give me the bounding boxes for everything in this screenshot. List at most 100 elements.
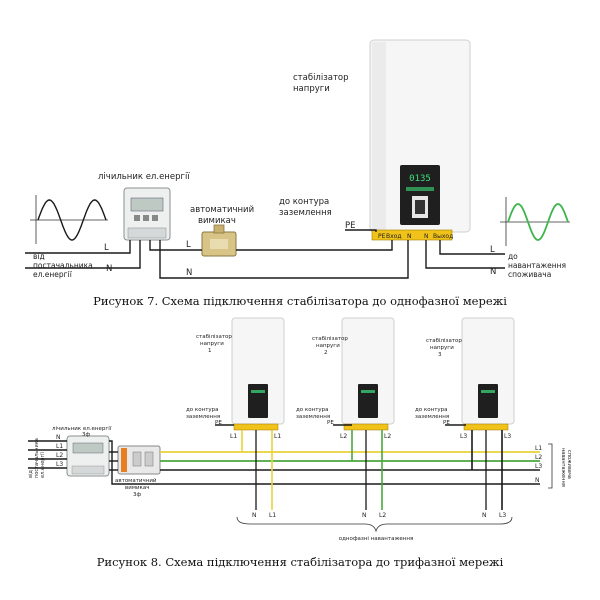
single-phase-brace xyxy=(236,516,513,533)
stabilizer-display-panel xyxy=(478,384,498,418)
breaker3-label-2: вимикач xyxy=(125,485,149,491)
meter-label: лічильник ел.енергії xyxy=(98,172,190,182)
voltage-stabilizer: 0135 xyxy=(369,39,471,241)
load-n-label: N xyxy=(482,512,487,519)
n-output-label: N xyxy=(490,267,496,277)
stabilizer-label-2: напруги xyxy=(316,343,340,349)
stabilizer-display: 0135 xyxy=(409,174,431,184)
stabilizer-display-panel xyxy=(358,384,378,418)
supplier3-label-3: ел.енергії xyxy=(40,452,46,478)
stabilizer-label-2: напруги xyxy=(200,341,224,347)
load-phase-label: L2 xyxy=(379,512,386,519)
phase-in-label: L2 xyxy=(340,433,347,440)
ground-label-2: заземлення xyxy=(296,414,330,420)
out-l1-label: L1 xyxy=(535,445,542,452)
stabilizer-display-panel xyxy=(248,384,268,418)
ground-label-1: до контура xyxy=(186,407,219,413)
breaker-label-2: вимикач xyxy=(198,216,236,226)
breaker3-label-3: 3ф xyxy=(133,492,141,498)
right-bracket xyxy=(548,443,553,489)
phase-in-label: L3 xyxy=(460,433,467,440)
terminal-n-out-label: N xyxy=(424,233,429,240)
input-l3-label: L3 xyxy=(56,461,63,468)
fig8-wires xyxy=(28,424,540,485)
phase-out-label: L2 xyxy=(384,433,391,440)
input-l1-label: L1 xyxy=(56,443,63,450)
output-sine-graph xyxy=(500,197,570,246)
supplier3-label: від постачальника ел.енергії xyxy=(28,438,46,478)
three-phase-breaker xyxy=(117,445,161,475)
terminal-pe-mark: PE xyxy=(378,233,386,240)
ground-label-1: до контура xyxy=(279,197,329,207)
n-mid-label: N xyxy=(186,268,192,278)
figure-7: 0135 PE Вход N N Выход стабілізатор напр… xyxy=(25,39,570,308)
stabilizer-label-1: стабілізатор xyxy=(312,336,348,342)
load-n-label: N xyxy=(362,512,367,519)
input-l2-label: L2 xyxy=(56,452,63,459)
out-n-label: N xyxy=(535,477,540,484)
supplier3-label-1: від xyxy=(28,470,34,478)
input-sine-graph xyxy=(30,195,108,244)
stabilizer-number: 1 xyxy=(208,348,212,354)
terminal-vhod-label: Вход xyxy=(386,233,402,240)
l-output-label: L xyxy=(490,245,495,255)
l-input-label: L xyxy=(104,243,109,253)
meter3-label-1: лічильник ел.енергії xyxy=(52,426,112,432)
stabilizer-terminal xyxy=(463,423,509,431)
supplier-label-2: постачальника xyxy=(33,261,93,270)
load-right-label-2: споживача xyxy=(566,450,572,479)
load-phase-label: L3 xyxy=(499,512,506,519)
l-mid-label: L xyxy=(186,240,191,250)
pe-label: PE xyxy=(215,420,222,426)
load-n-label: N xyxy=(252,512,257,519)
phase-in-label: L1 xyxy=(230,433,237,440)
pe-label: PE xyxy=(443,420,450,426)
input-n-label: N xyxy=(56,434,61,441)
load-label-3: споживача xyxy=(508,270,551,279)
stabilizer-display-led xyxy=(251,390,265,393)
phase-out-label: L1 xyxy=(274,433,281,440)
terminal-vyhod-label: Выход xyxy=(433,233,453,240)
stabilizer-number: 3 xyxy=(438,352,442,358)
stabilizer-label-1: стабілізатор xyxy=(426,338,462,344)
output-sine-wave xyxy=(507,203,569,241)
breaker-label-1: автоматичний xyxy=(190,205,254,215)
supplier-label-3: ел.енергії xyxy=(33,270,73,279)
figure-8-caption: Рисунок 8. Схема підключення стабілізато… xyxy=(97,555,504,569)
single-phase-loads-label: однофазні навантаження xyxy=(339,536,414,542)
pe-label: PE xyxy=(345,221,356,231)
load-label-2: навантаження xyxy=(508,261,566,270)
ground-label-2: заземлення xyxy=(279,208,332,218)
fig7-wires xyxy=(25,229,505,279)
stabilizer-label-1: стабілізатор xyxy=(196,334,232,340)
electricity-meter xyxy=(123,187,171,241)
load-phase-label: L1 xyxy=(269,512,276,519)
ground-label-1: до контура xyxy=(415,407,448,413)
stabilizer-label-2: напруги xyxy=(293,84,330,94)
pe-label: PE xyxy=(327,420,334,426)
ground-label-2: заземлення xyxy=(186,414,220,420)
stabilizer-label-1: стабілізатор xyxy=(293,73,349,83)
ground-label-2: заземлення xyxy=(415,414,449,420)
ground-label-1: до контура xyxy=(296,407,329,413)
n-input-label: N xyxy=(106,264,112,274)
stabilizer-display-led xyxy=(481,390,495,393)
stabilizer-number: 2 xyxy=(324,350,328,356)
supplier3-label-2: постачальника xyxy=(34,438,40,478)
three-phase-meter xyxy=(66,435,110,477)
load-right-label-1: навантаження xyxy=(560,448,566,487)
figure-7-caption: Рисунок 7. Схема підключення стабілізато… xyxy=(93,294,507,308)
load-right-label: навантаження споживача xyxy=(560,448,572,487)
terminal-n-in-label: N xyxy=(407,233,412,240)
out-l2-label: L2 xyxy=(535,454,542,461)
stabilizer-label-2: напруги xyxy=(430,345,454,351)
breaker3-label-1: автоматичний xyxy=(115,477,157,484)
